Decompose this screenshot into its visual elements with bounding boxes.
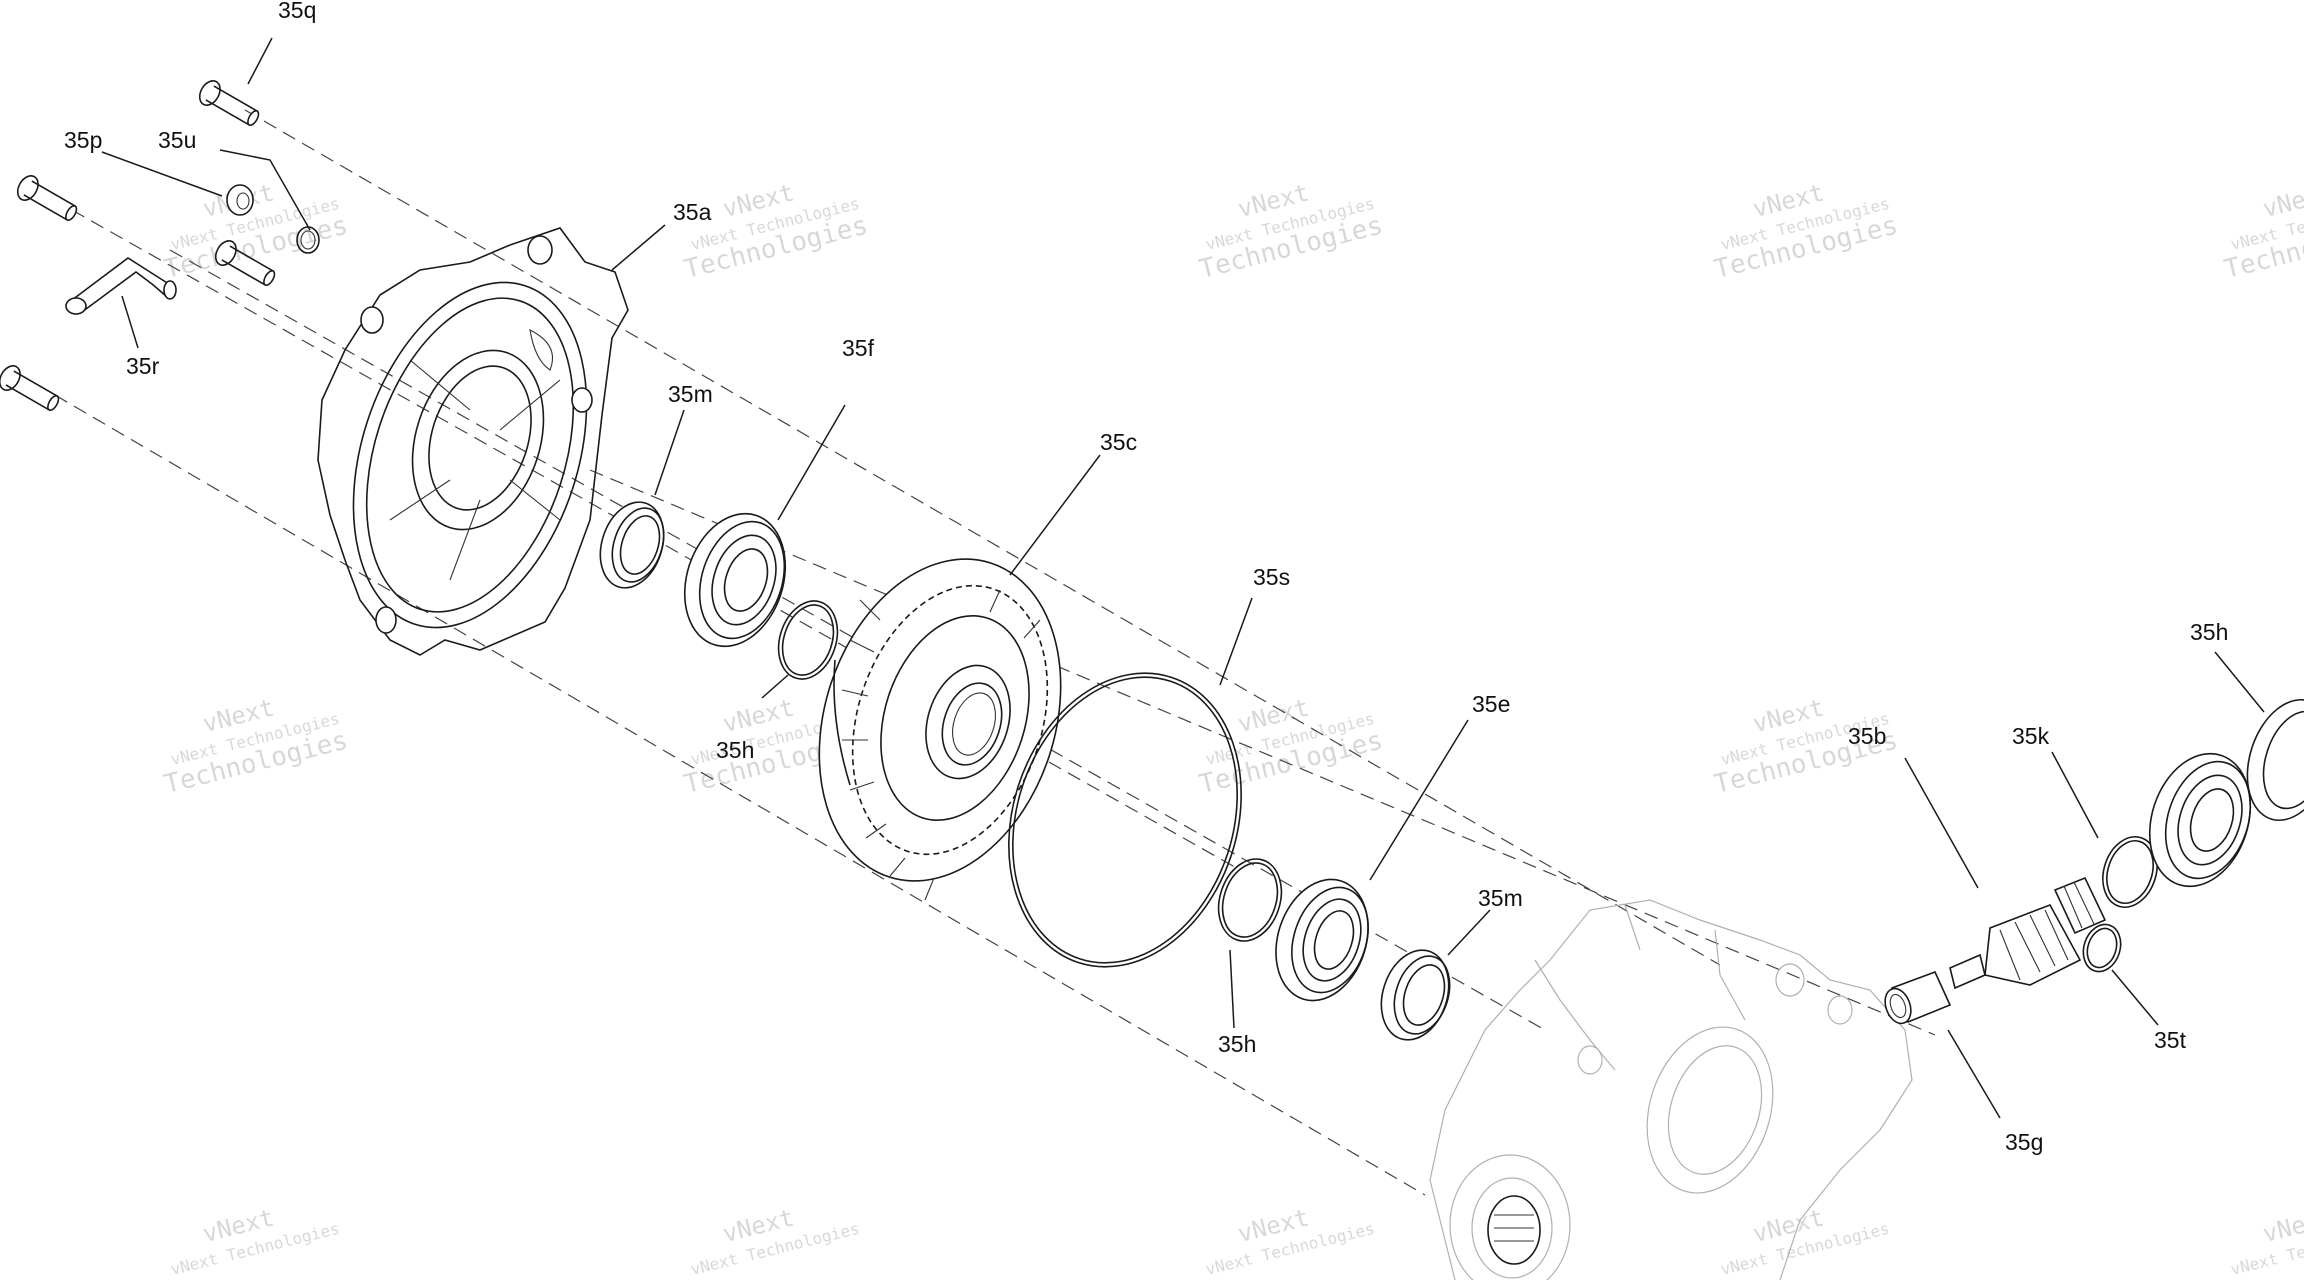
callout-35s: 35s: [1253, 564, 1290, 590]
pinion-gear-35b: [1949, 876, 2107, 990]
callout-35u: 35u: [158, 127, 196, 153]
callout-35c: 35c: [1100, 429, 1137, 455]
differential-housing: [1429, 899, 1913, 1280]
bolt-35q: [198, 80, 260, 127]
watermark: vNext vNext Technologies Technologies: [161, 693, 351, 800]
callout-35h-right: 35h: [2190, 619, 2228, 645]
leader-35c: [1009, 454, 1101, 576]
callout-35f: 35f: [842, 335, 875, 361]
axis-line: [589, 469, 1936, 1036]
callout-35r: 35r: [126, 353, 160, 379]
watermark: vNext vNext Technologies Technologies: [1711, 178, 1901, 285]
watermark-text: vNext: [2260, 1203, 2304, 1248]
callout-labels: 35q 35p 35u 35r 35a 35m 35f 35c 35s 35h …: [64, 0, 2228, 1155]
needle-bearing-35g: [1884, 970, 1952, 1025]
leader-35r: [121, 295, 139, 349]
callout-35e: 35e: [1472, 691, 1510, 717]
callout-35a: 35a: [673, 199, 712, 225]
shim-35k: [2102, 836, 2158, 908]
shim-35h: [2246, 698, 2304, 822]
leader-35a: [611, 224, 666, 271]
bolt-35p: [16, 175, 78, 222]
watermark: vNext vNext Technologies Technologies: [161, 178, 351, 285]
callout-35h-left: 35h: [716, 737, 754, 763]
ball-bearing-35f: [683, 512, 787, 648]
axis-line: [244, 109, 1721, 966]
leader-35u: [219, 149, 311, 231]
callout-35g: 35g: [2005, 1129, 2043, 1155]
leader-35t: [2111, 969, 2159, 1026]
leader-35p: [101, 151, 223, 197]
leader-35m: [654, 409, 685, 496]
watermark: vNext vNext Technologies Technologies: [1196, 693, 1386, 800]
leader-35q: [247, 37, 273, 85]
washer-35p: [226, 184, 254, 216]
leader-35h: [1229, 949, 1235, 1029]
leader-35s: [1219, 597, 1253, 686]
leader-35h: [761, 674, 789, 699]
watermark: vNext vNext Technologies Technologies: [2221, 178, 2304, 285]
axis-line: [54, 394, 1426, 1196]
callout-35h-bottom: 35h: [1218, 1031, 1256, 1057]
watermark-text: vNext: [2260, 178, 2304, 223]
housing-cover-35a: [317, 227, 629, 656]
callout-35p: 35p: [64, 127, 102, 153]
ball-bearing: [2148, 752, 2252, 888]
watermark: vNext vNext Technologies: [1204, 1203, 1377, 1279]
callout-35t: 35t: [2154, 1027, 2187, 1053]
callout-35q: 35q: [278, 0, 316, 23]
shim-35h: [1217, 858, 1283, 942]
leader-35f: [777, 404, 846, 521]
watermark-layer: vNext vNext Technologies Technologies vN…: [161, 178, 2304, 1279]
large-o-ring-35s: [1008, 672, 1242, 968]
shim-35h: [777, 600, 839, 680]
watermark: vNext vNext Technologies: [1719, 1203, 1892, 1279]
ball-bearing-35e: [1275, 878, 1369, 1002]
bolt: [214, 240, 276, 287]
breather-elbow-35r: [65, 257, 177, 315]
callout-35b: 35b: [1848, 723, 1886, 749]
shim-35t: [2082, 923, 2122, 973]
oil-seal-35m: [1380, 949, 1451, 1041]
watermark: vNext vNext Technologies Technologies: [1196, 178, 1386, 285]
watermark: vNext vNext Technologies: [2229, 1203, 2304, 1279]
callout-35m-bottom: 35m: [1478, 885, 1523, 911]
leader-35m: [1447, 909, 1491, 956]
callout-35m-top: 35m: [668, 381, 713, 407]
watermark: vNext vNext Technologies: [169, 1203, 342, 1279]
watermark: vNext vNext Technologies: [689, 1203, 862, 1279]
bolt: [0, 365, 60, 412]
oil-seal-35m: [599, 501, 665, 589]
callout-35k: 35k: [2012, 723, 2050, 749]
leader-35k: [2051, 751, 2099, 839]
ring-gear-35c: [818, 558, 1062, 901]
leader-lines: [101, 37, 2265, 1119]
leader-35e: [1369, 719, 1469, 881]
leader-35b: [1904, 757, 1979, 889]
leader-35h: [2214, 651, 2265, 713]
leader-35g: [1947, 1029, 2001, 1119]
